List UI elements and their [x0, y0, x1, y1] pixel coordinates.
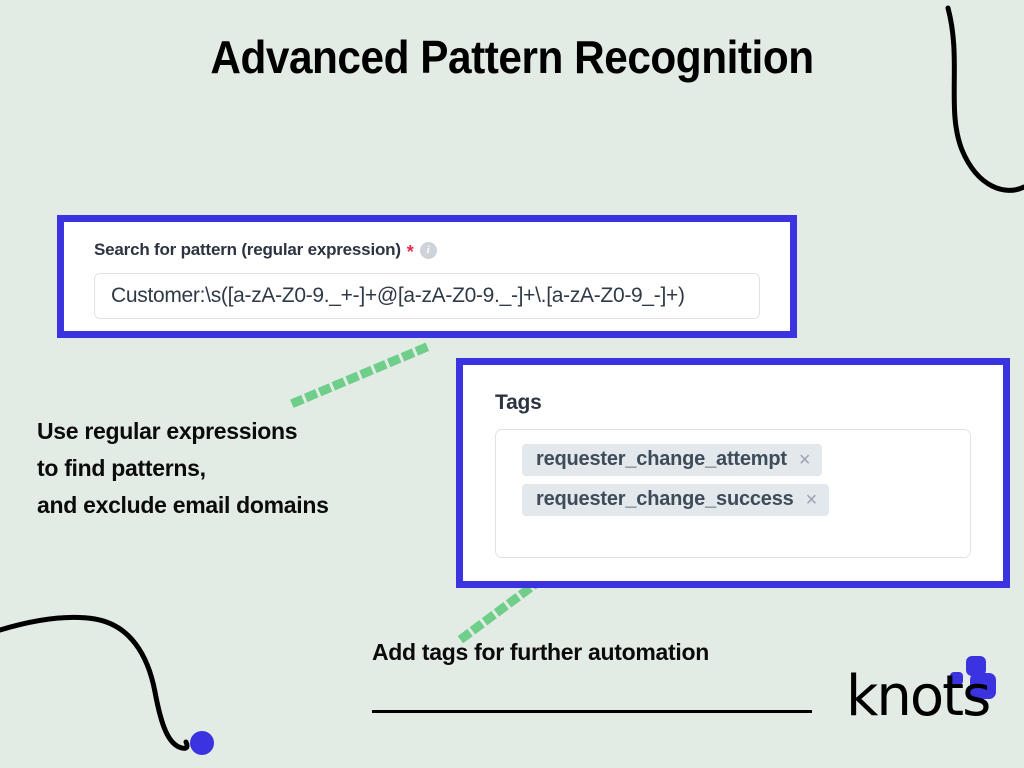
decorative-dot [190, 731, 214, 755]
curve-bottom-left [0, 614, 190, 751]
page-title: Advanced Pattern Recognition [210, 31, 814, 83]
tag-chip[interactable]: requester_change_attempt × [522, 444, 823, 476]
tags-title: Tags [495, 391, 542, 414]
remove-tag-icon[interactable]: × [798, 448, 811, 471]
tag-chip-row: requester_change_attempt × [522, 444, 970, 484]
search-pattern-label-text: Search for pattern (regular expression) [94, 240, 401, 259]
logo-nodes-icon [950, 656, 996, 699]
tags-card: Tags requester_change_attempt × requeste… [456, 358, 1010, 588]
required-asterisk: * [406, 242, 414, 262]
annotation-regex-line-2: to find patterns, [37, 454, 206, 481]
remove-tag-icon[interactable]: × [805, 488, 818, 511]
tag-chip-label: requester_change_success [536, 488, 794, 510]
knots-logo: knots [846, 655, 996, 725]
horizontal-rule [372, 710, 812, 713]
tag-chip[interactable]: requester_change_success × [522, 484, 830, 516]
tag-chip-label: requester_change_attempt [536, 448, 787, 470]
tag-chip-row: requester_change_success × [522, 484, 970, 524]
dotted-pointer-search [290, 338, 440, 408]
annotation-regex-line-1: Use regular expressions [37, 418, 298, 444]
search-pattern-card: Search for pattern (regular expression) … [57, 215, 797, 338]
tags-input-box[interactable]: requester_change_attempt × requester_cha… [495, 429, 971, 558]
annotation-regex: Use regular expressions to find patterns… [37, 413, 329, 523]
annotation-tags: Add tags for further automation [372, 639, 709, 665]
annotation-regex-line-3: and exclude email domains [37, 491, 329, 518]
logo-wordmark: knots [846, 664, 991, 729]
search-pattern-input[interactable]: Customer:\s([a-zA-Z0-9._+-]+@[a-zA-Z0-9.… [94, 273, 760, 319]
search-pattern-label: Search for pattern (regular expression) … [94, 240, 760, 262]
info-icon[interactable]: i [419, 241, 437, 259]
